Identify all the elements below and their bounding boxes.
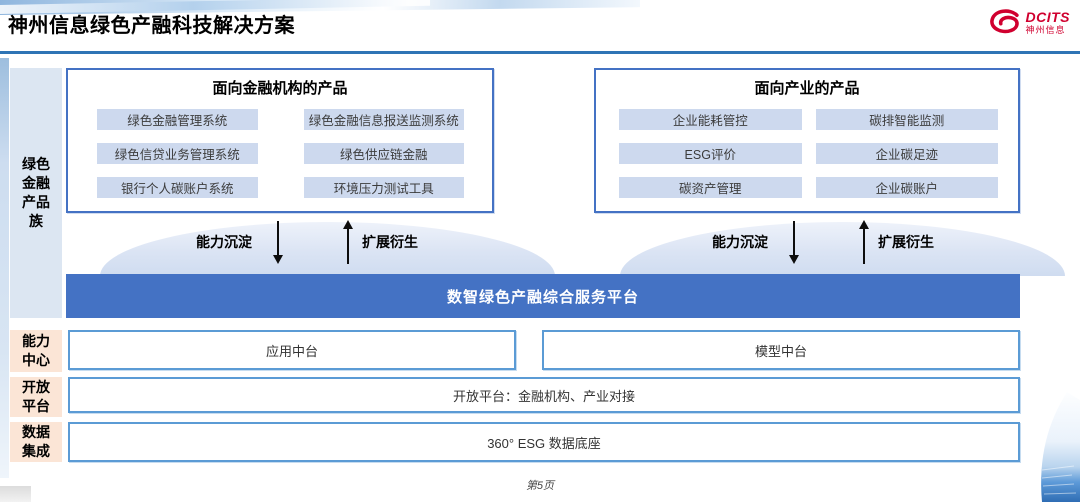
esg-data-base-box: 360° ESG 数据底座 xyxy=(68,422,1020,462)
model-middle-office-label: 模型中台 xyxy=(754,343,807,359)
up-arrow-icon xyxy=(858,219,870,265)
sidebar-label-text: 数据集成 xyxy=(22,424,50,459)
product-item: 企业碳账户 xyxy=(815,177,998,198)
down-arrow-icon xyxy=(788,219,800,265)
industry-panel-title: 面向产业的产品 xyxy=(754,80,860,97)
platform-bar-title: 数智绿色产融综合服务平台 xyxy=(446,288,639,306)
sidebar-label-open-platform: 开放平台 xyxy=(10,377,62,417)
application-middle-office-box: 应用中台 xyxy=(68,330,516,370)
sidebar-label-text: 绿色金融产品族 xyxy=(22,156,50,229)
industry-products-panel: 面向产业的产品 企业能耗管控 碳排智能监测 ESG评价 企业碳足迹 碳资产管理 … xyxy=(594,68,1020,213)
bottom-left-decoration xyxy=(0,486,31,502)
finance-products-panel: 面向金融机构的产品 绿色金融管理系统 绿色金融信息报送监测系统 绿色信贷业务管理… xyxy=(66,68,494,213)
product-item: 碳排智能监测 xyxy=(815,109,998,130)
sidebar-label-capability-center: 能力中心 xyxy=(10,330,62,372)
finance-panel-title: 面向金融机构的产品 xyxy=(212,80,348,97)
product-item: 绿色金融信息报送监测系统 xyxy=(303,109,464,130)
product-item: 绿色供应链金融 xyxy=(303,143,464,164)
model-middle-office-box: 模型中台 xyxy=(542,330,1020,370)
product-item: 环境压力测试工具 xyxy=(303,177,464,198)
sidebar-label-text: 开放平台 xyxy=(22,379,50,414)
logo-brand-text: DCITS xyxy=(1025,8,1070,25)
expand-derive-label: 扩展衍生 xyxy=(362,234,418,250)
product-item: 企业碳足迹 xyxy=(815,143,998,164)
capability-deposit-label: 能力沉淀 xyxy=(712,234,768,250)
open-platform-label: 开放平台：金融机构、产业对接 xyxy=(452,388,635,404)
platform-bar: 数智绿色产融综合服务平台 xyxy=(66,274,1020,318)
product-item: 碳资产管理 xyxy=(619,177,802,198)
arrow-group-left: 能力沉淀 扩展衍生 xyxy=(196,216,418,268)
product-item: 绿色信贷业务管理系统 xyxy=(97,143,258,164)
page-title: 神州信息绿色产融科技解决方案 xyxy=(8,15,295,37)
product-item: 绿色金融管理系统 xyxy=(97,109,258,130)
up-arrow-icon xyxy=(342,219,354,265)
logo-text: DCITS 神州信息 xyxy=(1026,10,1071,35)
open-platform-box: 开放平台：金融机构、产业对接 xyxy=(68,377,1020,413)
bottom-right-leaf-decoration xyxy=(1041,392,1080,502)
industry-panel-grid: 企业能耗管控 碳排智能监测 ESG评价 企业碳足迹 碳资产管理 企业碳账户 xyxy=(596,109,1018,198)
application-middle-office-label: 应用中台 xyxy=(265,343,318,359)
finance-panel-grid: 绿色金融管理系统 绿色金融信息报送监测系统 绿色信贷业务管理系统 绿色供应链金融… xyxy=(68,109,492,198)
sidebar-label-data-integration: 数据集成 xyxy=(10,422,62,462)
product-item: 银行个人碳账户系统 xyxy=(97,177,258,198)
header-divider-line xyxy=(0,51,1080,54)
left-edge-decoration xyxy=(0,58,9,478)
logo-subbrand-text: 神州信息 xyxy=(1025,24,1066,35)
arrow-group-right: 能力沉淀 扩展衍生 xyxy=(712,216,934,268)
sidebar-label-product-family: 绿色金融产品族 xyxy=(10,68,62,318)
capability-deposit-label: 能力沉淀 xyxy=(196,234,252,250)
product-item: 企业能耗管控 xyxy=(619,109,802,130)
dcits-logo: DCITS 神州信息 xyxy=(988,9,1071,35)
down-arrow-icon xyxy=(272,219,284,265)
product-item: ESG评价 xyxy=(619,143,802,164)
sidebar-label-text: 能力中心 xyxy=(22,333,50,368)
dcits-logo-icon xyxy=(989,9,1019,34)
expand-derive-label: 扩展衍生 xyxy=(878,234,934,250)
page-number: 第5页 xyxy=(525,480,555,492)
esg-data-base-label: 360° ESG 数据底座 xyxy=(487,435,601,451)
